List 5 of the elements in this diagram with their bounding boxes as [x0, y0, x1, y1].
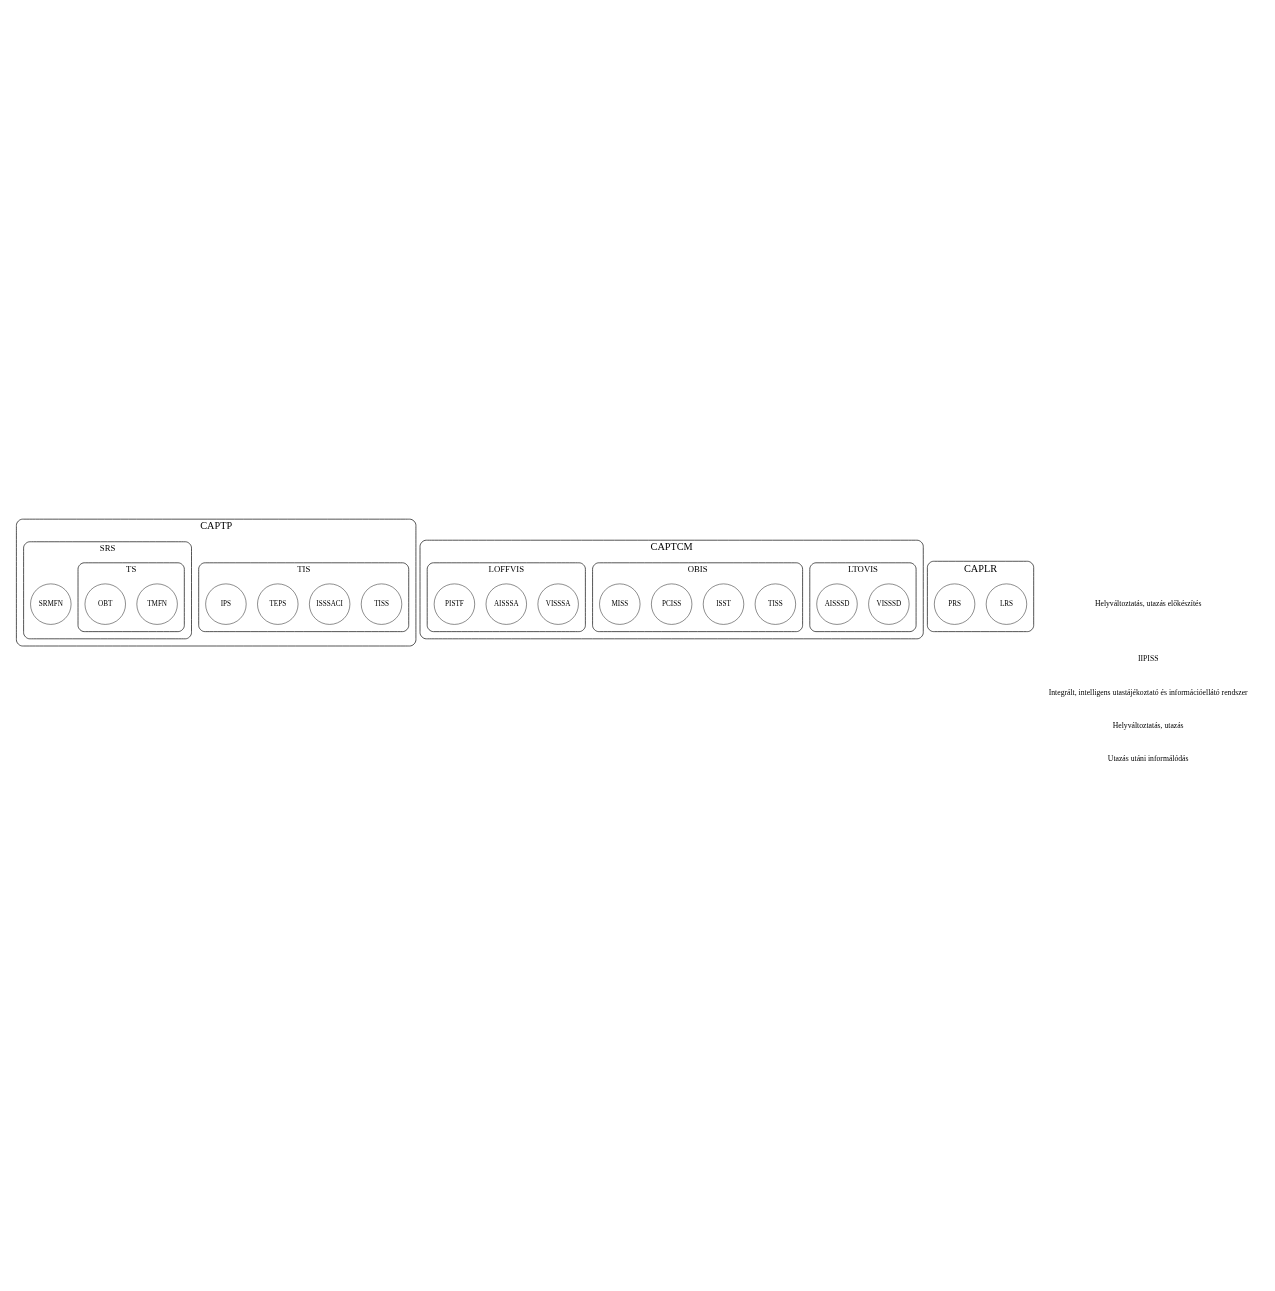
label: Utazás utáni informálódás — [1107, 753, 1189, 763]
label: IIPISS — [1137, 653, 1159, 663]
label: Helyváltoztatás, utazás előkészítés — [1094, 598, 1202, 608]
label: Integrált, intelligens utastájékoztató és információellátó rendszer — [1048, 687, 1248, 697]
label: Helyváltoztatás, utazás — [1112, 720, 1184, 730]
